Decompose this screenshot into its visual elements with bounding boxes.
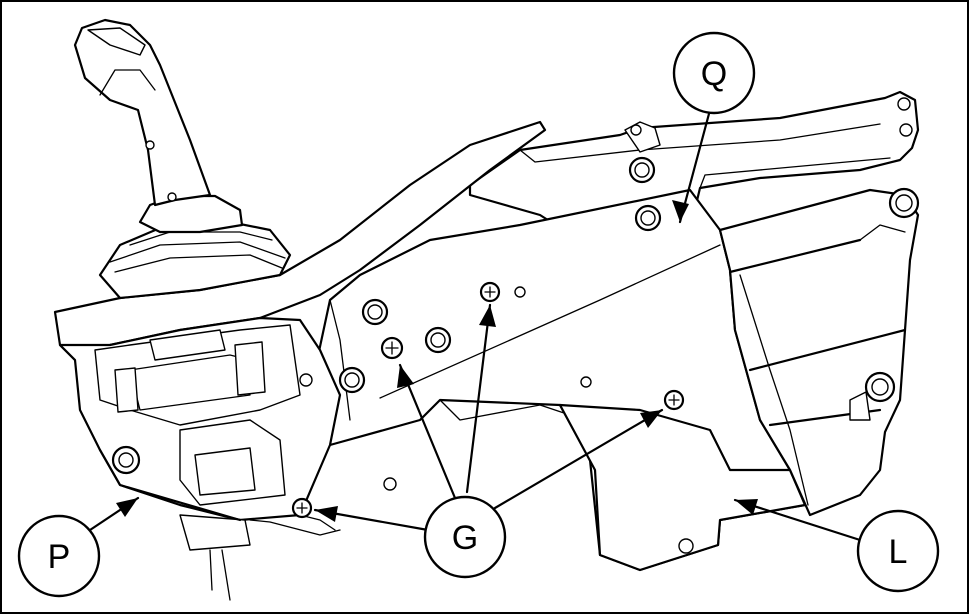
callout-l-circle <box>856 509 940 593</box>
callout-l-label: L <box>889 533 908 571</box>
leader-g3 <box>493 408 664 510</box>
callout-p-label: P <box>48 538 71 576</box>
arrowhead-p <box>116 498 138 517</box>
callout-g-circle <box>423 495 507 579</box>
callout-q: Q <box>672 31 756 115</box>
screw-g2 <box>479 281 501 303</box>
lower-plate <box>383 376 807 572</box>
arrowhead-g3 <box>640 410 662 428</box>
bolt-upper-left <box>361 298 389 326</box>
louvered-cover <box>718 187 920 517</box>
arrowhead-q <box>672 200 689 222</box>
screw-g4 <box>291 497 313 519</box>
joystick-handle <box>73 18 292 300</box>
callout-q-label: Q <box>701 55 727 93</box>
joystick-housing <box>58 316 342 601</box>
callout-g: G <box>423 495 507 579</box>
callout-q-circle <box>672 31 756 115</box>
bolt-mid <box>424 326 452 354</box>
callout-p-circle <box>17 514 101 598</box>
leader-g2 <box>465 303 492 494</box>
bolt-bracket-top <box>628 156 656 184</box>
screw-g3 <box>663 389 685 411</box>
fasteners <box>291 156 685 519</box>
arrowhead-g2 <box>479 305 496 327</box>
callout-l: L <box>856 509 940 593</box>
leader-lines <box>88 108 862 542</box>
bolt-housing <box>299 373 313 387</box>
bolt-lower-left <box>338 366 366 394</box>
arrowhead-g1 <box>397 365 414 388</box>
bolt-bracket-bottom <box>634 204 662 232</box>
callout-g-label: G <box>452 519 478 557</box>
screw-g1 <box>380 336 404 360</box>
leader-g1 <box>398 363 457 500</box>
hole-small <box>514 286 526 298</box>
leader-l <box>733 498 862 542</box>
arrowhead-g4 <box>315 506 338 522</box>
arrowhead-l <box>735 499 758 515</box>
callout-p: P <box>17 514 101 598</box>
